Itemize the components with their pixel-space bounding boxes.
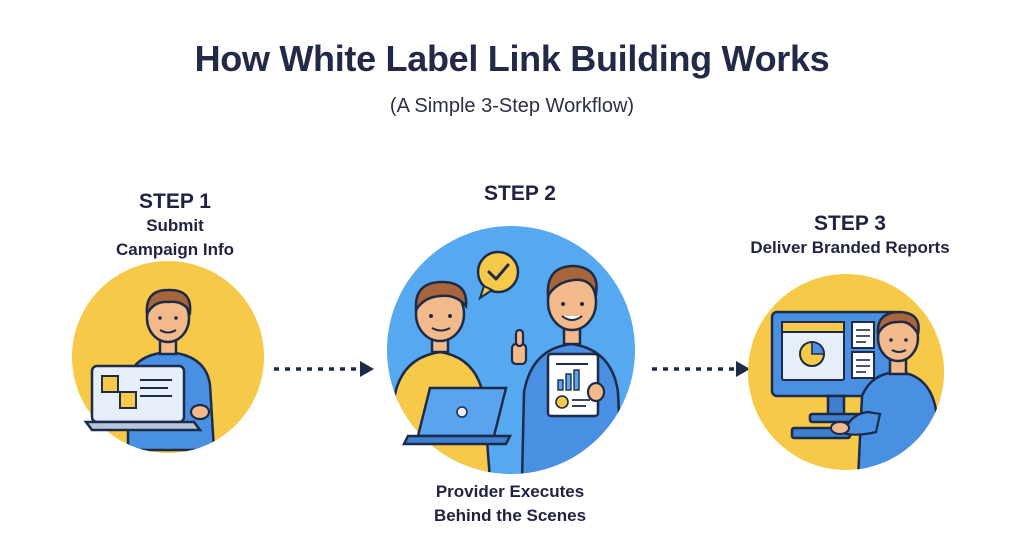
step-2-description: Provider Executes Behind the Scenes <box>380 480 640 528</box>
step-1-illustration <box>72 261 264 453</box>
step-1-laptop <box>90 364 186 424</box>
step-3-monitor <box>770 310 902 424</box>
step-2-person-right <box>546 264 598 346</box>
check-bubble-icon <box>476 250 520 301</box>
step-2-description-line-2: Behind the Scenes <box>433 506 587 525</box>
step-1-description-line-2: Campaign Info <box>115 240 235 259</box>
report-document-icon <box>546 352 600 418</box>
step-3-description: Deliver Branded Reports <box>750 238 950 257</box>
arrow-step-2-to-3 <box>652 361 750 377</box>
thumbs-up-icon <box>510 328 528 366</box>
diagram-subtitle: (A Simple 3-Step Workflow) <box>389 95 635 117</box>
step-2-number: STEP 2 <box>484 182 556 205</box>
step-2-illustration <box>387 226 635 474</box>
step-3-label: STEP 3 Deliver Branded Reports <box>720 212 980 260</box>
step-3-illustration <box>748 274 944 470</box>
step-2-person-left <box>414 280 468 354</box>
step-3-person <box>876 310 920 376</box>
step-1-description-line-1: Submit <box>146 216 204 235</box>
step-2-label: STEP 2 <box>420 182 620 206</box>
step-1-number: STEP 1 <box>139 190 211 213</box>
step-1-label: STEP 1 Submit Campaign Info <box>80 190 270 262</box>
step-3-number: STEP 3 <box>814 212 886 235</box>
arrow-step-1-to-2 <box>274 361 374 377</box>
diagram-title: How White Label Link Building Works <box>194 38 830 79</box>
step-2-description-line-1: Provider Executes <box>435 482 585 501</box>
